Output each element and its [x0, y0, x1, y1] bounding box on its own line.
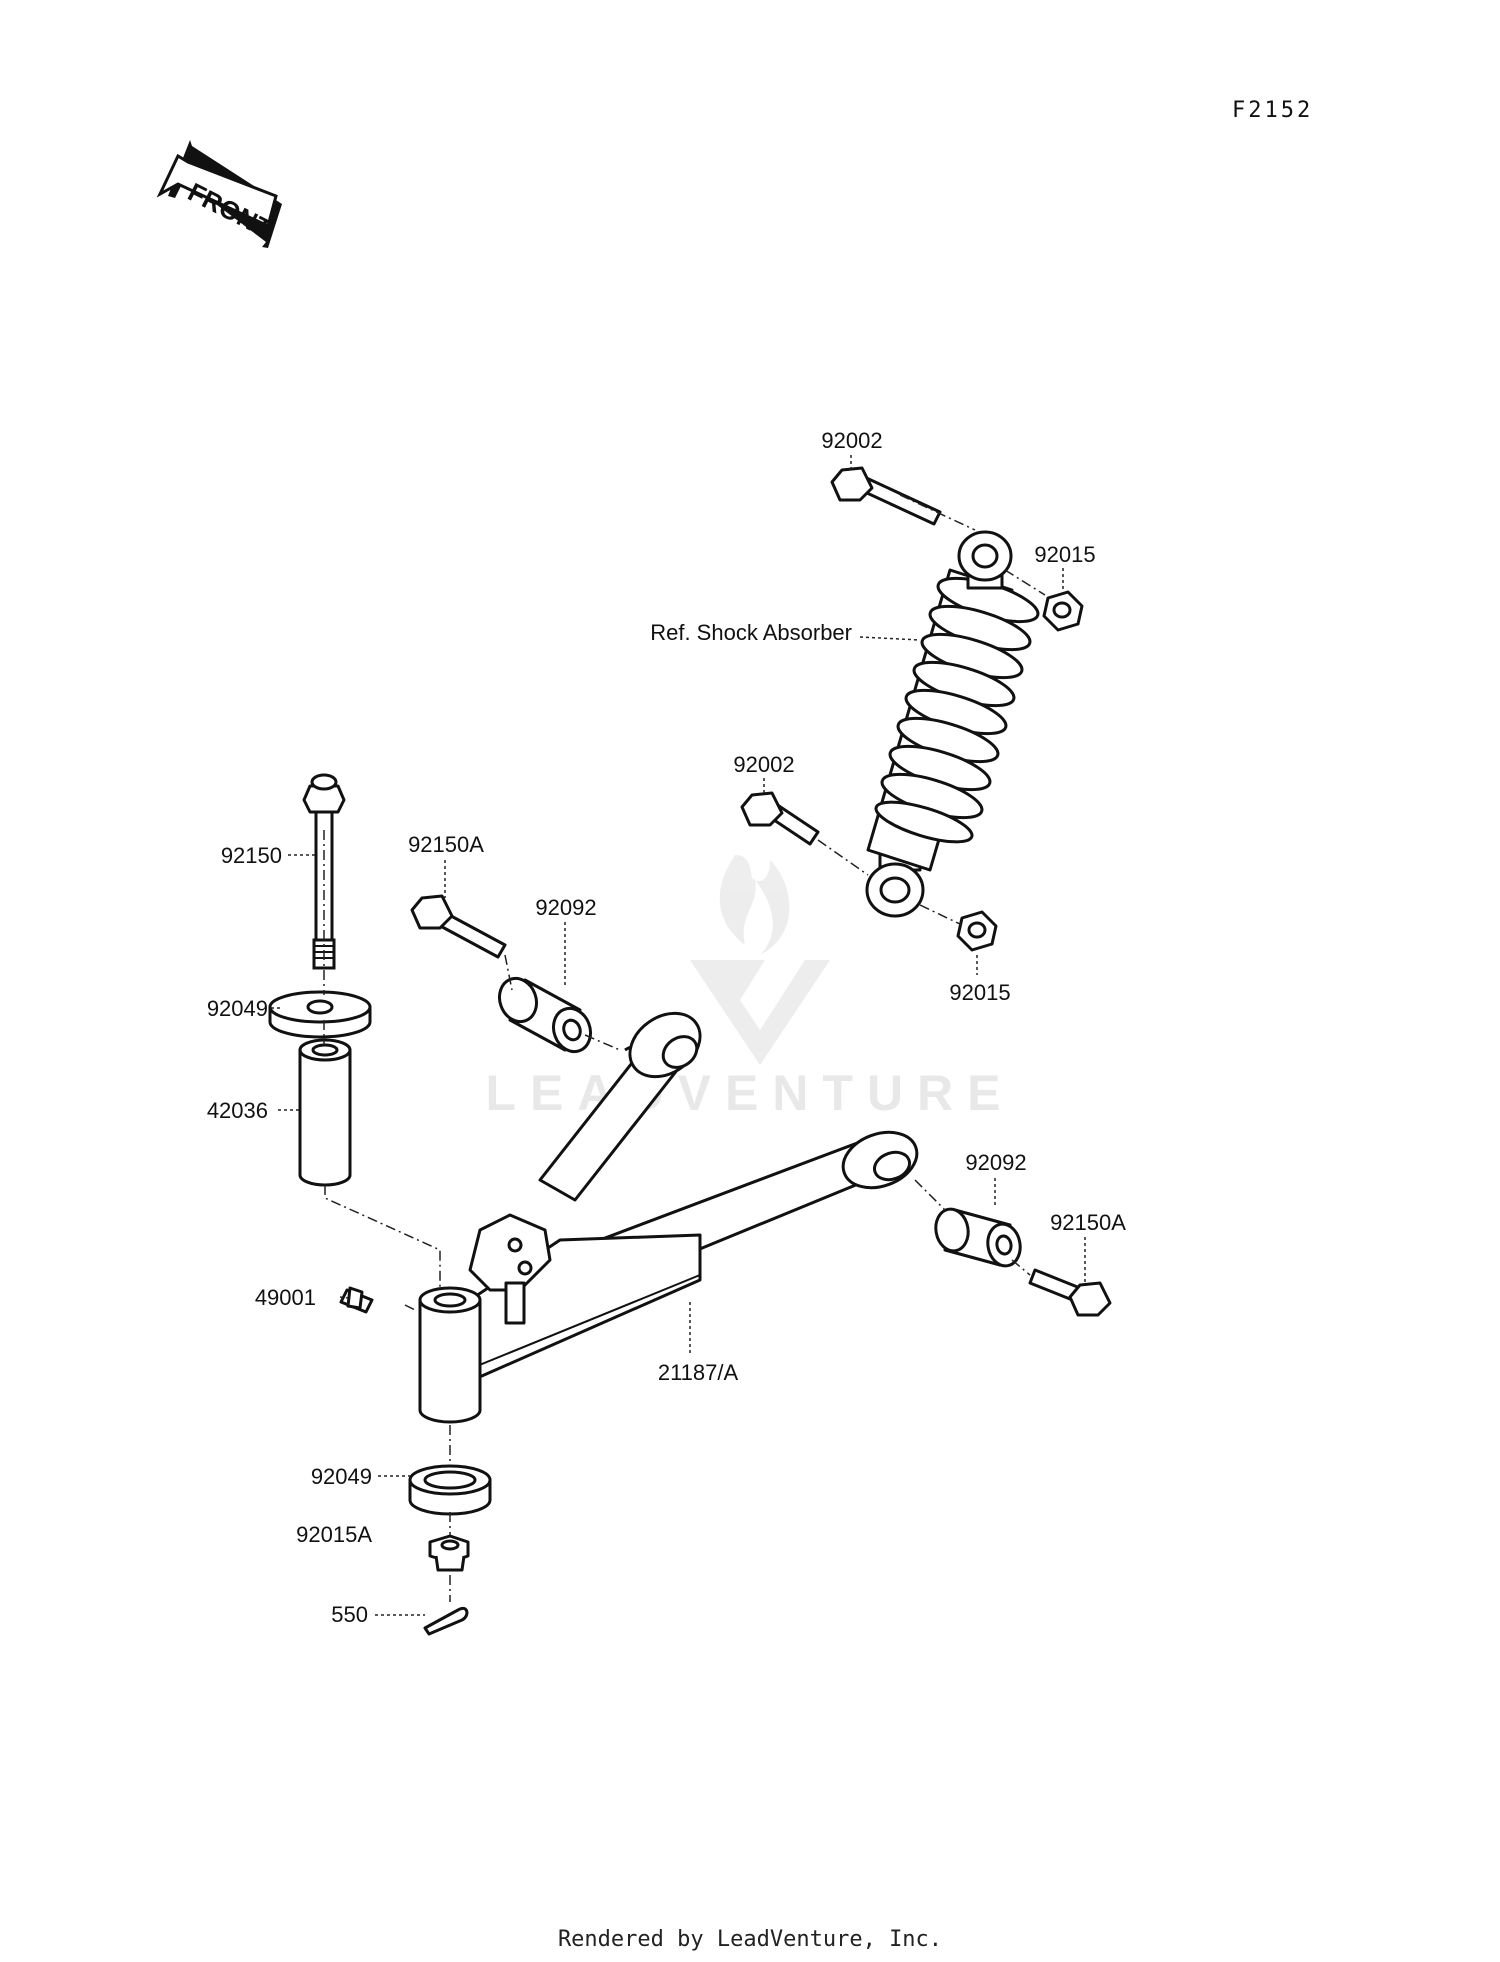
upper-seal — [268, 990, 372, 1039]
callout-upper-seal[interactable]: 92049 — [207, 996, 268, 1021]
upper-shock-nut — [1042, 590, 1084, 632]
callout-lower-bolt[interactable]: 92002 — [733, 752, 794, 777]
a-arm — [418, 1011, 919, 1424]
callout-a-arm[interactable]: 21187/A — [658, 1360, 739, 1385]
callout-shock-ref[interactable]: Ref. Shock Absorber — [650, 620, 852, 645]
callout-upper-bolt[interactable]: 92002 — [821, 428, 882, 453]
right-pivot-bolt — [1028, 1268, 1112, 1317]
callout-upper-nut[interactable]: 92015 — [1034, 542, 1095, 567]
lower-seal — [408, 1464, 492, 1516]
footer-credit: Rendered by LeadVenture, Inc. — [558, 1927, 942, 1952]
lower-shock-bolt — [740, 791, 820, 846]
left-bushing — [497, 976, 593, 1054]
callout-cotter-pin[interactable]: 550 — [331, 1602, 368, 1627]
shock-absorber — [865, 530, 1040, 918]
front-arrow-icon: FRONT — [156, 140, 282, 248]
right-bushing — [934, 1207, 1022, 1268]
callout-left-bushing[interactable]: 92092 — [535, 895, 596, 920]
sleeve — [298, 1038, 352, 1187]
callout-right-bushing[interactable]: 92092 — [965, 1150, 1026, 1175]
kingpin-bolt — [302, 773, 346, 970]
upper-shock-bolt — [830, 466, 942, 526]
grease-nipple — [339, 1286, 374, 1314]
callout-right-pivot-bolt[interactable]: 92150A — [1050, 1210, 1126, 1235]
callout-sleeve[interactable]: 42036 — [207, 1098, 268, 1123]
callout-kingpin-bolt[interactable]: 92150 — [221, 843, 282, 868]
diagram-code: F2152 — [1232, 98, 1313, 123]
callout-grease-nipple[interactable]: 49001 — [255, 1285, 316, 1310]
watermark-text: LEADVENTURE — [485, 1065, 1014, 1121]
callout-lower-nut[interactable]: 92015 — [949, 980, 1010, 1005]
leader-lines — [270, 455, 1086, 1616]
lower-shock-nut — [956, 910, 998, 952]
callout-left-pivot-bolt[interactable]: 92150A — [408, 832, 484, 857]
castle-nut — [428, 1534, 470, 1572]
cotter-pin — [423, 1606, 469, 1636]
callout-castle-nut[interactable]: 92015A — [296, 1522, 372, 1547]
watermark-logo: LEADVENTURE — [485, 855, 1014, 1121]
callout-lower-seal[interactable]: 92049 — [311, 1464, 372, 1489]
left-pivot-bolt — [410, 894, 507, 959]
assembly-lines — [323, 494, 1046, 1602]
